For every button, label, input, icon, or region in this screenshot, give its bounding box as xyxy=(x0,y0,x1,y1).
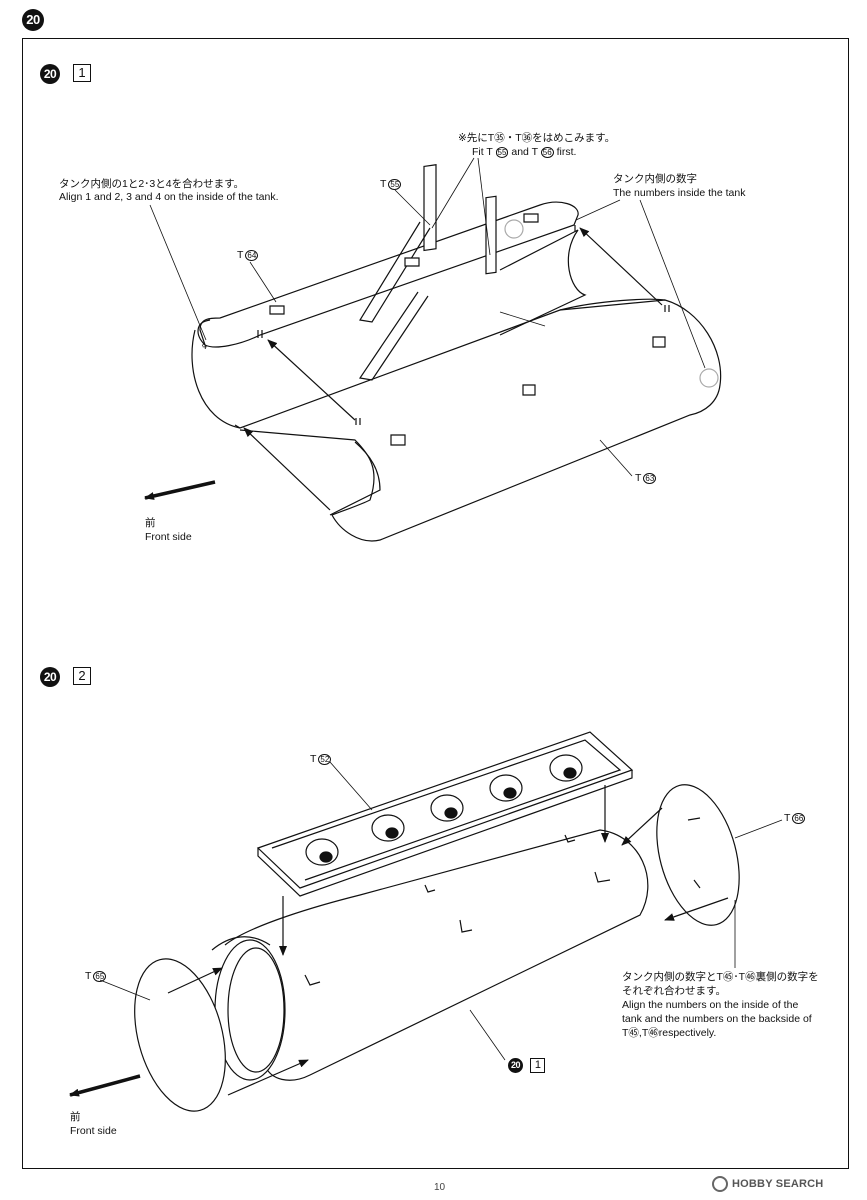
t55-num: 55 xyxy=(388,179,402,190)
step1-note-fit-jp: ※先にT㉟・T㊱をはめこみます。 xyxy=(458,132,616,144)
step2-front-jp: 前 xyxy=(70,1111,81,1123)
step2-badge: 20 xyxy=(40,667,60,687)
fit-en-mid: and T xyxy=(511,146,538,158)
step1-tank-drawing xyxy=(192,165,721,541)
arrow-icon xyxy=(621,808,662,846)
upper-shell xyxy=(200,202,578,347)
step2-align-jp1: タンク内側の数字とT㊺･T㊻裏側の数字を xyxy=(622,971,819,983)
step1-badge: 20 xyxy=(40,64,60,84)
arrow-icon xyxy=(168,968,223,993)
part-t56-plate xyxy=(486,196,496,273)
fit-en-suffix: first. xyxy=(556,146,577,158)
step1-front-en: Front side xyxy=(145,531,192,543)
fit-en-prefix: Fit T xyxy=(472,146,493,158)
step1-num4: 4 xyxy=(201,340,208,352)
step2-ref: 20 1 xyxy=(508,1057,546,1075)
t64-num: 64 xyxy=(245,250,259,261)
watermark: HOBBY SEARCH xyxy=(712,1176,823,1192)
bottom-rule xyxy=(22,1168,849,1169)
step2-align-jp2: それぞれ合わせます。 xyxy=(622,985,726,997)
step2-leaders xyxy=(100,762,782,1060)
t52-num: 52 xyxy=(318,754,332,765)
part-t66-cap xyxy=(643,776,754,935)
step1-note-fit-en: Fit T 55 and T 56 first. xyxy=(472,146,576,160)
page-number: 10 xyxy=(434,1182,446,1193)
arrow-icon xyxy=(664,898,728,921)
arrow-icon xyxy=(579,227,662,305)
main-step-badge: 20 xyxy=(22,9,44,31)
step2-front-en: Front side xyxy=(70,1125,117,1137)
arrow-icon xyxy=(69,1076,140,1095)
t63-num: 63 xyxy=(643,473,657,484)
step1-front-jp: 前 xyxy=(145,517,156,529)
fit-en-n2: 56 xyxy=(540,147,554,158)
ref-badge: 20 xyxy=(508,1058,523,1074)
lower-shell xyxy=(192,300,721,541)
step1-leaders xyxy=(150,158,705,476)
left-border xyxy=(22,38,23,1168)
step2-arrows xyxy=(69,785,728,1095)
tray-discs xyxy=(306,755,582,865)
step2-subbox: 2 xyxy=(73,667,91,685)
part-t55-plate xyxy=(424,165,436,251)
step1-subbox: 1 xyxy=(73,64,91,82)
step2-tank-drawing xyxy=(119,732,753,1121)
hobbysearch-logo-icon xyxy=(712,1176,728,1192)
arrow-icon xyxy=(144,482,215,500)
step1-numbers-jp: タンク内側の数字 xyxy=(613,173,697,185)
arrow-icon xyxy=(267,339,355,420)
right-border xyxy=(848,38,849,1168)
step2-align-en3: T㊺,T㊻respectively. xyxy=(622,1027,717,1039)
watermark-text: HOBBY SEARCH xyxy=(732,1178,824,1190)
step1-align-jp: タンク内側の1と2･3と4を合わせます。 xyxy=(59,178,245,190)
step2-align-en1: Align the numbers on the inside of the xyxy=(622,999,799,1011)
fit-en-n1: 55 xyxy=(495,147,509,158)
step1-numbers-en: The numbers inside the tank xyxy=(613,187,746,199)
ref-subbox: 1 xyxy=(530,1058,546,1074)
step1-arrows xyxy=(144,227,662,510)
part-t65-cap xyxy=(119,949,241,1121)
step1-align-en: Align 1 and 2, 3 and 4 on the inside of … xyxy=(59,191,279,203)
step2-align-en2: tank and the numbers on the backside of xyxy=(622,1013,812,1025)
part-t52-tray xyxy=(258,732,632,888)
arrow-icon xyxy=(243,427,330,510)
t65-num: 65 xyxy=(93,971,107,982)
arrow-icon xyxy=(228,1060,309,1095)
header-rule xyxy=(22,38,849,39)
t66-num: 66 xyxy=(792,813,806,824)
